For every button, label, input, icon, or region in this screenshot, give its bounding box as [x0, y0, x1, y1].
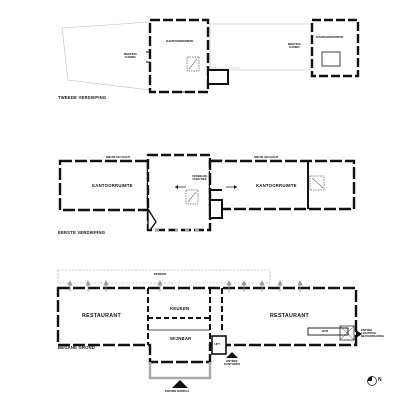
second-floor-plan [61, 18, 360, 94]
loading-line1: ENTREE [361, 328, 373, 332]
bar-counter [307, 327, 349, 336]
meeting-left-line2: KAMER [125, 55, 136, 60]
tower-right-walls [310, 18, 360, 78]
meeting-right-line1: MEETING [288, 42, 301, 46]
tower-left-walls [148, 18, 210, 94]
room-restaurant-left: RESTAURANT [82, 313, 122, 319]
central-tower-notch [147, 206, 157, 231]
floor-label-ground: BEGANE GROND [58, 345, 96, 350]
meeting-right-line2: KAMER [289, 45, 300, 50]
room-office-first-left: KANTOORRUIMTE [92, 183, 133, 188]
stair-first-floor [185, 189, 199, 205]
stair-second-floor [186, 56, 200, 72]
bar-label: BAR [322, 329, 329, 333]
horeca-porch [148, 362, 212, 380]
meeting-left-line1: MEETING [124, 52, 137, 56]
first-floor-plan [58, 153, 356, 232]
skylight-label-right: NIEUW SKYLIGHT [254, 155, 279, 159]
arrow-left-icon [175, 185, 186, 189]
lift-label: LIFT [214, 342, 220, 346]
roof-outline-left [61, 21, 151, 91]
entrance-loading-marker-icon [356, 330, 362, 338]
perron-boundary [57, 269, 271, 284]
loading-entrance-box [339, 325, 355, 341]
compass-label: N [378, 377, 382, 383]
room-restaurant-right: RESTAURANT [270, 313, 310, 319]
north-arrow-icon [367, 376, 377, 386]
entrance-kantoren-label: ENTREE KANTOREN [224, 359, 240, 367]
room-keuken: KEUKEN [170, 306, 190, 311]
room-office-first-right: KANTOORRUIMTE [256, 183, 297, 188]
elevator-shaft-second [321, 51, 341, 67]
lift-shaft [211, 335, 227, 355]
gate-line1: VERBELDE [192, 174, 208, 178]
room-office-second-left: KANTOORRUIMTE [166, 39, 194, 43]
annex-second-floor [207, 69, 229, 85]
ground-floor-outer-walls [56, 286, 358, 364]
gate-functions-label: VERBELDE FUNCTIES [192, 174, 208, 182]
entrance-horeca-marker-icon [172, 380, 188, 388]
loading-line2: LOGISTIEK [361, 331, 377, 336]
kantoren-line2: KANTOREN [224, 362, 240, 367]
kantoren-line1: ENTREE [226, 359, 238, 363]
skylight-label-left: NIEUW SKYLIGHT [106, 155, 131, 159]
central-tower-walls [146, 153, 212, 232]
arrow-right-icon [226, 185, 237, 189]
floor-label-first: EERSTE VERDIEPING [58, 230, 106, 235]
meeting-room-second-right: MEETING KAMER [288, 42, 301, 50]
perron-access-arrows [67, 280, 303, 292]
ground-floor-plan [56, 269, 362, 388]
entrance-horeca-label: ENTREE HORECA [165, 389, 190, 393]
entrance-kantoren-marker-icon [226, 352, 238, 358]
room-wijnbar: WIJNBAR [170, 336, 192, 341]
gate-line2: FUNCTIES [192, 177, 207, 182]
loading-line3: BEVOORRADING [361, 334, 385, 339]
entrance-loading-label: ENTREE LOGISTIEK BEVOORRADING [361, 328, 385, 339]
room-office-second-right: KANTOORRUIMTE [316, 35, 344, 39]
meeting-room-second-left: MEETING KAMER [124, 52, 137, 60]
stair-first-right [309, 175, 325, 191]
perron-label: PERRON [154, 272, 166, 276]
left-wing-walls [58, 159, 150, 212]
floor-label-second: TWEEDE VERDIEPING [58, 95, 107, 100]
